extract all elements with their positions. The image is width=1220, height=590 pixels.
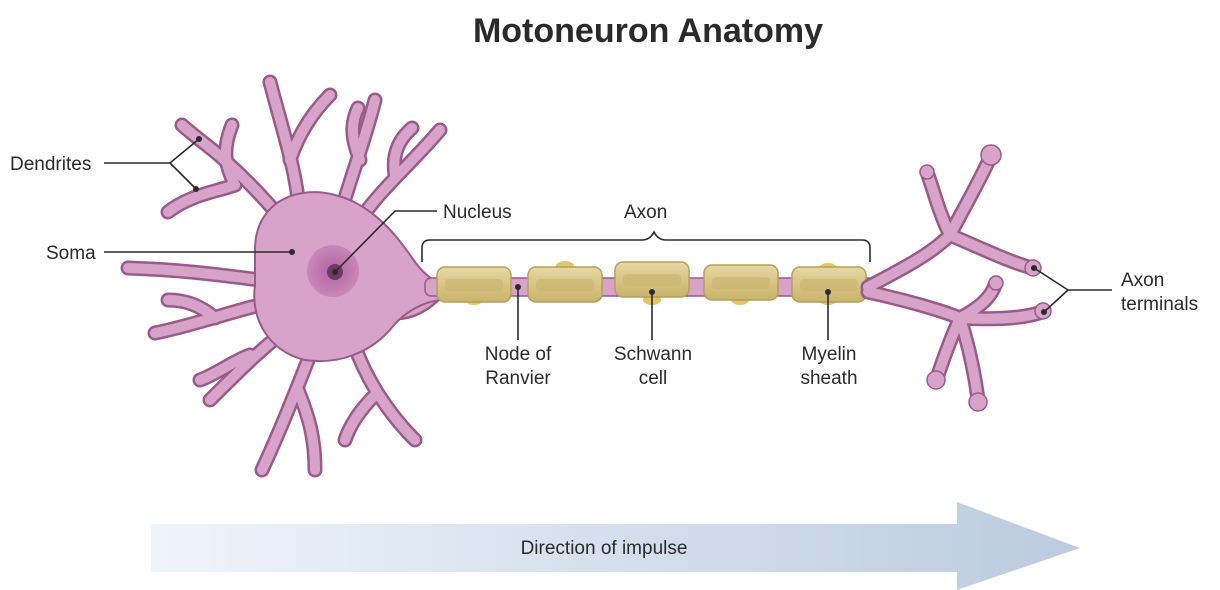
label-dendrites: Dendrites	[10, 154, 91, 175]
label-nucleus: Nucleus	[443, 202, 512, 223]
label-terminals-line2: terminals	[1121, 294, 1198, 315]
label-terminals-line1: Axon	[1121, 270, 1164, 291]
label-myelin-line2: sheath	[800, 368, 857, 389]
myelin-segment	[528, 261, 602, 302]
impulse-direction-label: Direction of impulse	[521, 538, 688, 559]
label-node-line2: Ranvier	[485, 368, 551, 389]
label-axon: Axon	[624, 202, 667, 223]
label-soma: Soma	[46, 243, 96, 264]
label-schwann-line1: Schwann	[614, 344, 692, 365]
myelin-segment	[792, 263, 866, 305]
label-schwann-line2: cell	[639, 368, 668, 389]
neuron-soma-group	[128, 82, 440, 470]
myelin-segment	[437, 267, 511, 305]
label-myelin-line1: Myelin	[802, 344, 857, 365]
label-node-line1: Node of	[485, 344, 552, 365]
axon-terminals	[868, 145, 1051, 411]
diagram-title: Motoneuron Anatomy	[473, 12, 823, 50]
myelin-segment	[704, 265, 778, 305]
